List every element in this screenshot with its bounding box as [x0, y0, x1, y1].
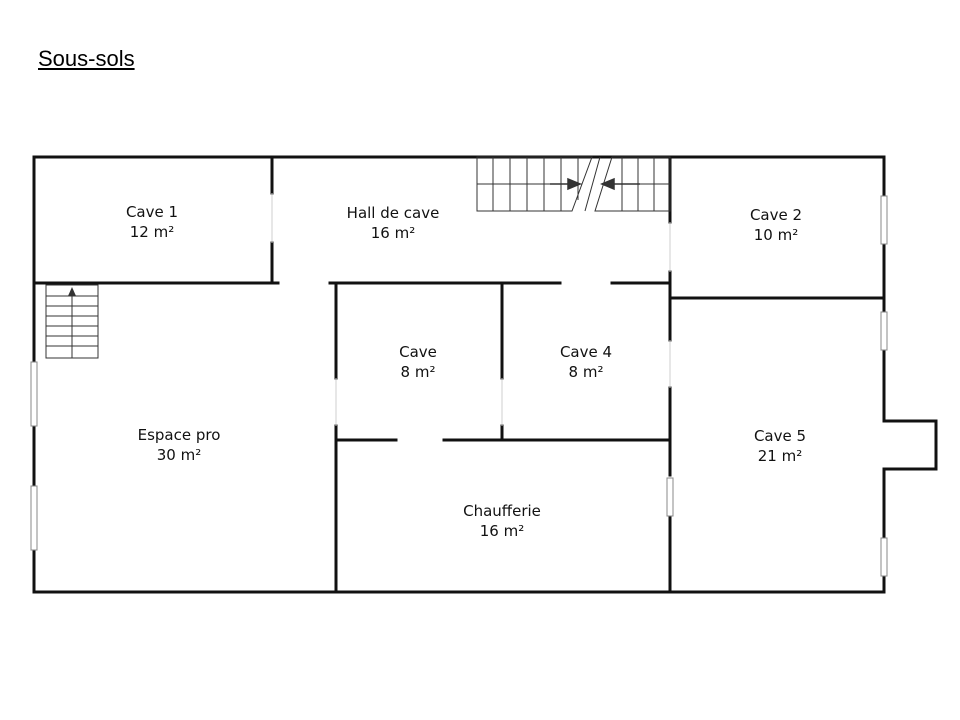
room-name: Espace pro [137, 426, 221, 444]
room-name: Cave 2 [749, 206, 803, 224]
window-internal [666, 477, 674, 517]
room-area: 12 m² [129, 223, 175, 241]
window-right-3 [880, 537, 888, 577]
room-area: 16 m² [370, 224, 416, 242]
room-name: Cave 5 [753, 427, 807, 445]
stair-arrows [550, 177, 640, 191]
window-right-1 [880, 195, 888, 245]
room-label-cave-1: Cave 1 12 m² [82, 202, 222, 242]
room-area: 8 m² [568, 363, 604, 381]
page-title: Sous-sols [38, 46, 135, 71]
room-label-cave-5: Cave 5 21 m² [710, 426, 850, 466]
room-label-cave-4: Cave 4 8 m² [516, 342, 656, 382]
room-name: Cave 4 [559, 343, 613, 361]
room-area: 21 m² [757, 447, 803, 465]
window-left-2 [30, 485, 38, 551]
room-name: Cave 1 [125, 203, 179, 221]
room-label-cave-2: Cave 2 10 m² [706, 205, 846, 245]
room-area: 16 m² [479, 522, 525, 540]
room-area: 30 m² [156, 446, 202, 464]
room-area: 10 m² [753, 226, 799, 244]
room-name: Cave [399, 343, 437, 361]
room-name: Chaufferie [463, 502, 541, 520]
room-name: Hall de cave [346, 204, 440, 222]
room-label-cave: Cave 8 m² [348, 342, 488, 382]
windows [30, 195, 888, 577]
window-right-2 [880, 311, 888, 351]
window-left-1 [30, 361, 38, 427]
room-label-hall-de-cave: Hall de cave 16 m² [323, 203, 463, 243]
room-label-espace-pro: Espace pro 30 m² [109, 425, 249, 465]
wall-right [882, 155, 938, 594]
room-area: 8 m² [400, 363, 436, 381]
room-label-chaufferie: Chaufferie 16 m² [432, 501, 572, 541]
stair-arrow-up [68, 287, 76, 296]
